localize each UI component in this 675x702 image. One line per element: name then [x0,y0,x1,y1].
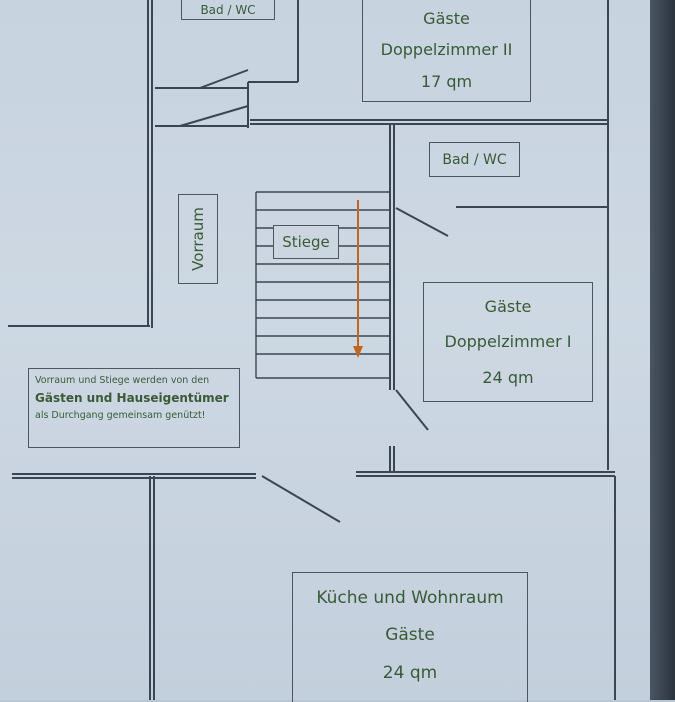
note-line-3: als Durchgang gemeinsam genützt! [35,410,206,421]
shared-passage-note: Vorraum und Stiege werden von den Gästen… [28,368,240,448]
door-swing-room-1 [395,389,429,431]
room-doppelzimmer-1-line2: Doppelzimmer I [444,332,572,352]
room-doppelzimmer-1-area: 24 qm [482,367,534,387]
room-doppelzimmer-1-line1: Gäste [484,297,532,317]
door-swing-corridor [179,105,249,127]
room-kueche-line1: Küche und Wohnraum [316,587,504,608]
stiege-text: Stiege [282,233,330,251]
vorraum-text: Vorraum [189,207,207,271]
room-doppelzimmer-1: Gäste Doppelzimmer I 24 qm [423,282,593,402]
vorraum-label: Vorraum [178,194,218,284]
bath-right-text: Bad / WC [442,151,507,168]
room-kueche-wohnraum: Küche und Wohnraum Gäste 24 qm [292,572,528,702]
door-swing-kitchen [261,475,341,523]
room-doppelzimmer-2: Gäste Doppelzimmer II 17 qm [362,0,531,102]
room-kueche-area: 24 qm [382,663,438,684]
stiege-label: Stiege [273,225,339,259]
note-line-1: Vorraum und Stiege werden von den [35,375,210,386]
door-swing-bath-top [199,69,249,89]
floor-plan-paper [0,0,650,700]
paper-edge-shadow [650,0,675,700]
room-doppelzimmer-2-area: 17 qm [420,71,473,91]
bath-top-label: Bad / WC [181,0,275,20]
note-line-2: Gästen und Hauseigentümer [35,391,229,405]
room-doppelzimmer-2-line1: Gäste [423,9,470,29]
bath-right-label: Bad / WC [429,142,520,177]
room-doppelzimmer-2-line2: Doppelzimmer II [380,40,513,60]
stair-direction-arrow [353,200,363,358]
room-kueche-line2: Gäste [385,625,435,646]
door-swing-bath-right [395,207,449,237]
bath-top-text: Bad / WC [200,2,256,17]
staircase [255,191,390,379]
